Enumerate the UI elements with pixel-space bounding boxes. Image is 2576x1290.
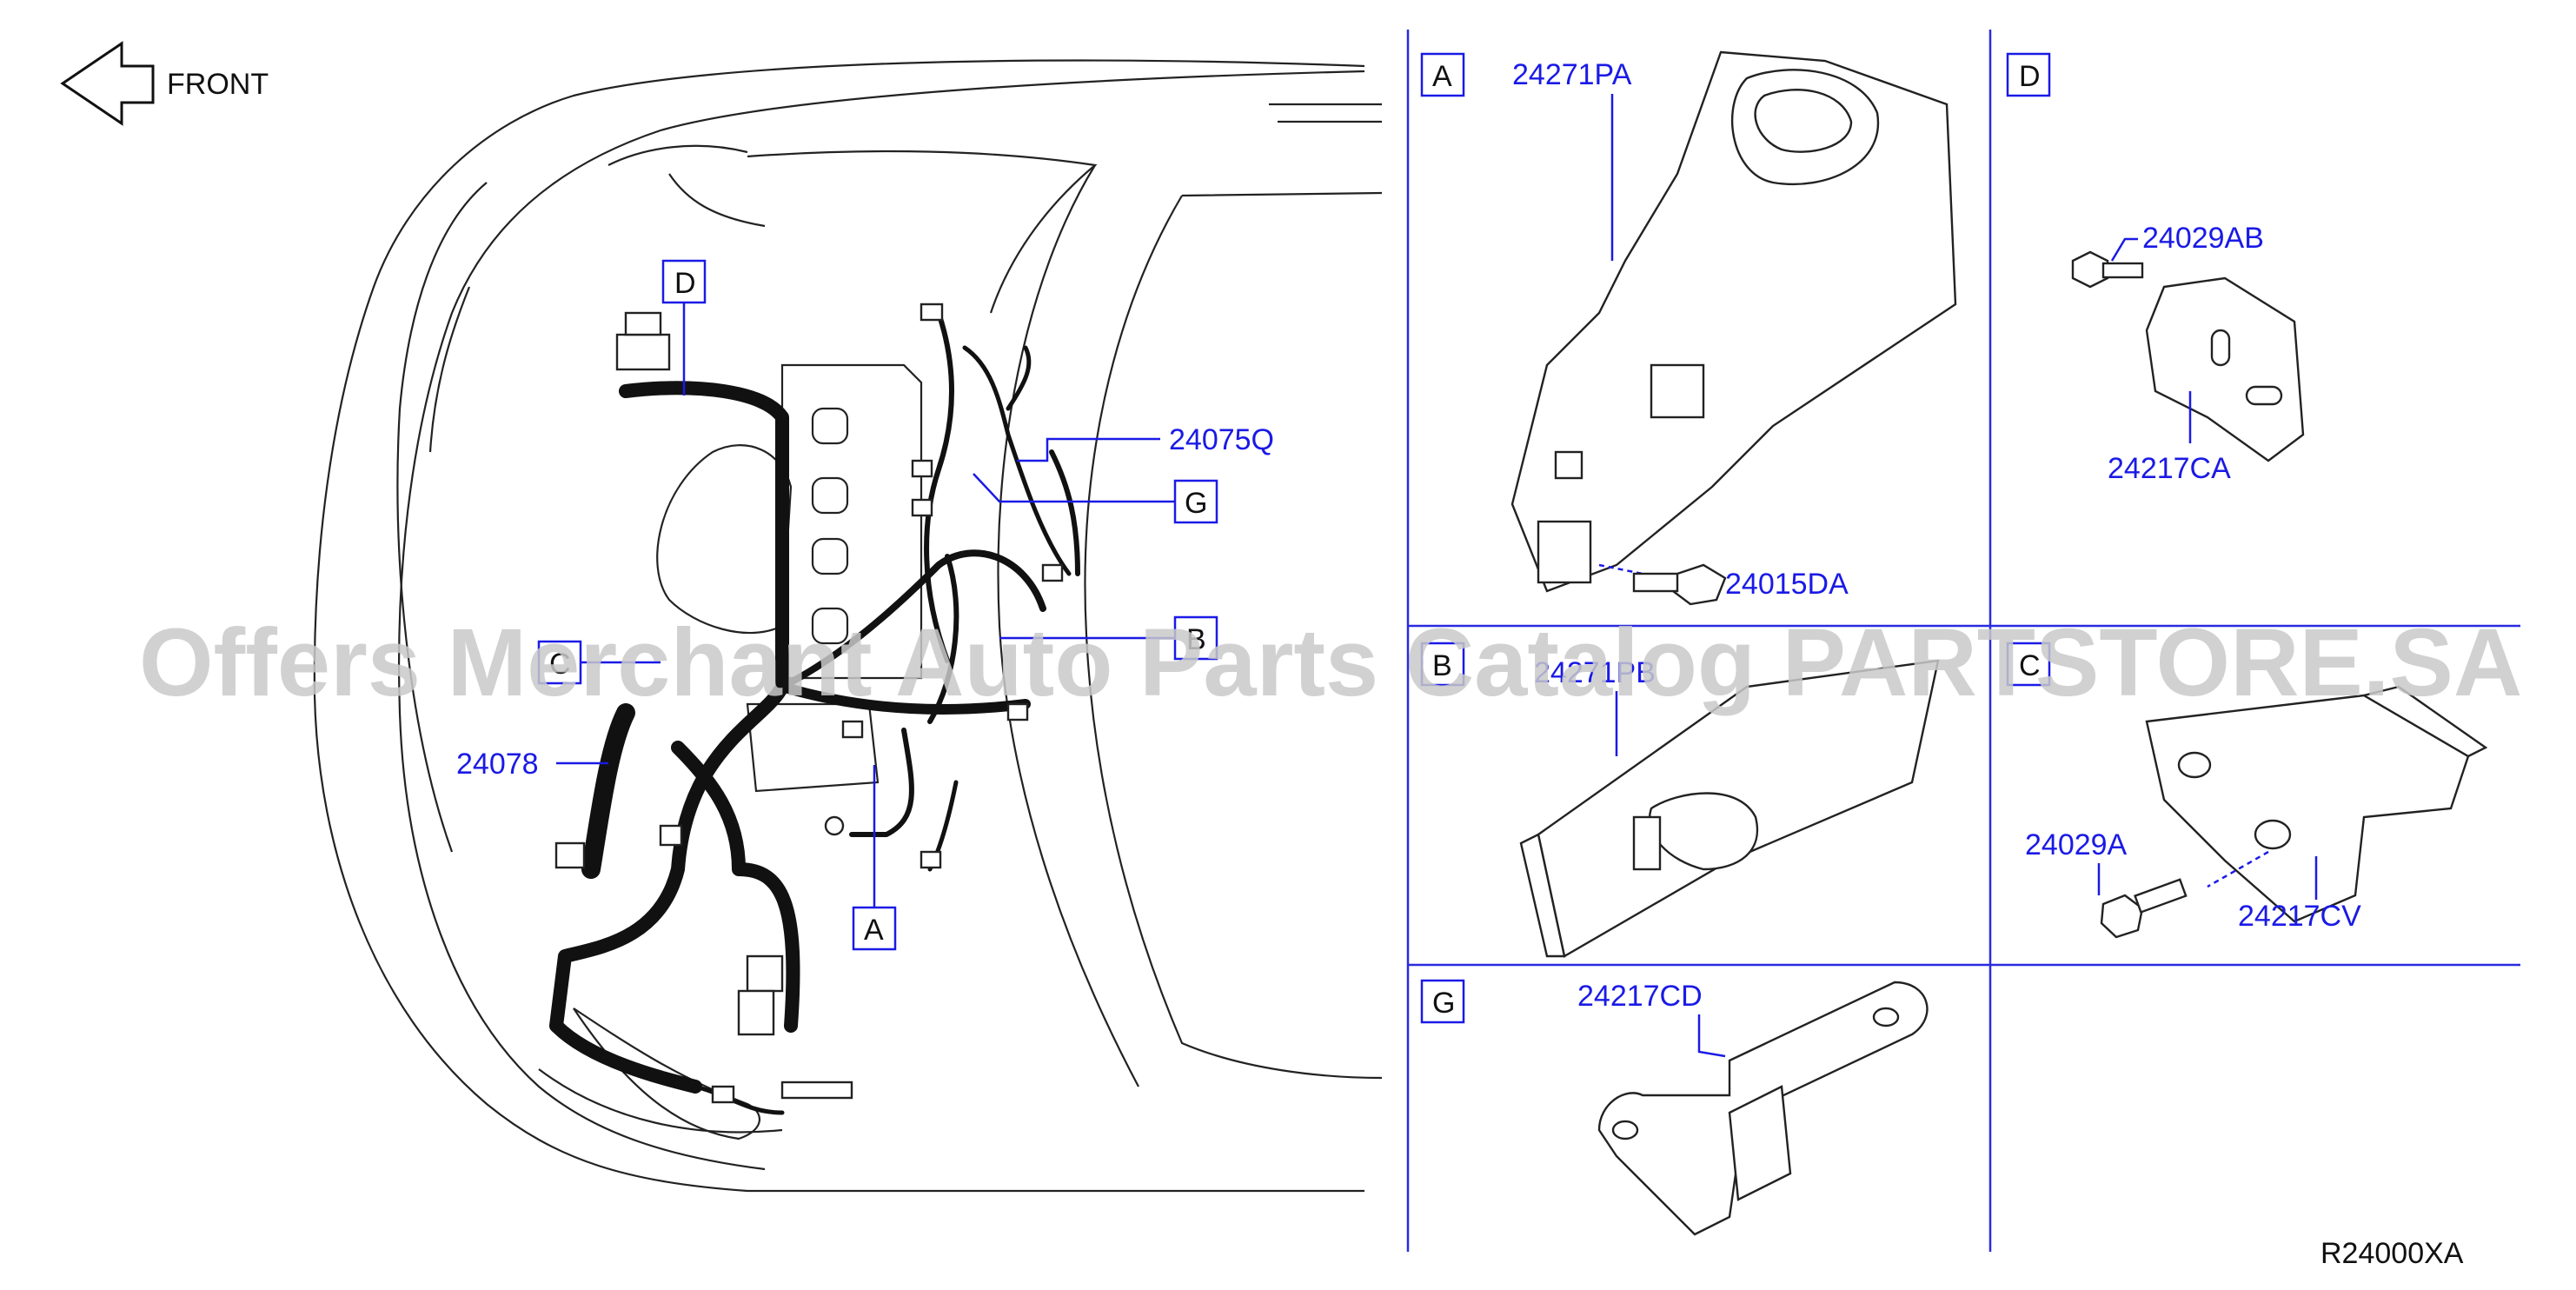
svg-text:C: C xyxy=(2019,649,2041,682)
svg-text:24217CV: 24217CV xyxy=(2238,900,2361,933)
callout-box-D-main: D xyxy=(661,259,707,396)
callout-24075Q: 24075Q xyxy=(1017,423,1274,462)
svg-text:24217CA: 24217CA xyxy=(2108,452,2231,485)
svg-text:24015DA: 24015DA xyxy=(1725,568,1849,601)
svg-text:24029A: 24029A xyxy=(2025,828,2128,861)
svg-text:B: B xyxy=(1186,623,1206,656)
front-arrow-icon xyxy=(60,41,155,126)
svg-text:24217CD: 24217CD xyxy=(1577,980,1703,1013)
svg-text:C: C xyxy=(549,648,571,681)
bolt-icon xyxy=(2071,250,2144,289)
callout-box-B-main: B xyxy=(999,615,1218,661)
detail-grid xyxy=(1406,30,2520,1252)
detail-D: D 24029AB 24217CA xyxy=(2006,52,2305,485)
detail-C: C 24029A 24217CV xyxy=(2006,642,2488,939)
bolt-icon xyxy=(1632,563,1727,606)
svg-text:24029AB: 24029AB xyxy=(2142,222,2264,255)
front-label: FRONT xyxy=(167,68,269,101)
wiring-harness xyxy=(549,303,1080,1115)
svg-text:24078: 24078 xyxy=(456,748,539,781)
callout-24078: 24078 xyxy=(456,748,608,781)
callout-box-A-main: A xyxy=(852,765,897,951)
diagram-code: R24000XA xyxy=(2320,1237,2464,1270)
svg-text:24271PA: 24271PA xyxy=(1512,58,1632,91)
svg-text:D: D xyxy=(674,267,696,300)
watermark: Offers Merchant Auto Parts Catalog PARTS… xyxy=(139,609,2522,716)
svg-text:24271PB: 24271PB xyxy=(1534,656,1656,689)
svg-text:A: A xyxy=(864,914,884,947)
callout-box-G-main: G xyxy=(973,473,1218,524)
svg-text:B: B xyxy=(1432,649,1452,682)
car-body-outline xyxy=(313,59,1383,1193)
bolt-icon xyxy=(2100,878,2188,939)
callout-box-C-main: C xyxy=(537,640,661,685)
detail-B: B 24271PB xyxy=(1420,642,1940,958)
svg-text:A: A xyxy=(1432,60,1452,93)
svg-text:G: G xyxy=(1432,987,1455,1020)
detail-A: A 24271PA 24015DA xyxy=(1420,50,1957,606)
detail-G: G 24217CD xyxy=(1420,979,1929,1236)
svg-text:G: G xyxy=(1185,487,1207,520)
svg-text:24075Q: 24075Q xyxy=(1169,423,1274,456)
svg-text:D: D xyxy=(2019,60,2041,93)
